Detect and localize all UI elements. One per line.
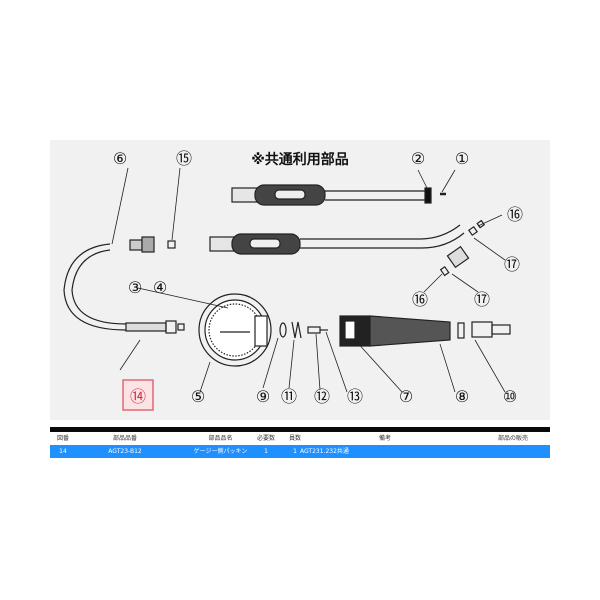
label-5: ⑤ bbox=[191, 387, 205, 406]
gun-tool-middle bbox=[209, 219, 486, 277]
header-part-name: 部品品名 bbox=[208, 435, 233, 442]
table-row[interactable]: 14 AGT23-B12 ゲージー側パッキン 1 1 AGT231.232共通 bbox=[50, 445, 550, 458]
parts-table-header: 図番 部品品番 部品品名 必要数 員数 備考 部品の販売 bbox=[50, 427, 550, 445]
cell-no: 14 bbox=[59, 448, 67, 455]
nozzle-tool-top bbox=[231, 184, 446, 206]
label-10: ⑩ bbox=[503, 387, 517, 406]
label-16-bottom: ⑯ bbox=[412, 290, 428, 309]
cell-qty-in: 1 bbox=[293, 448, 297, 455]
label-6: ⑥ bbox=[113, 149, 127, 168]
cell-remarks: AGT231.232共通 bbox=[300, 448, 349, 455]
leader-lines bbox=[111, 167, 506, 393]
small-parts bbox=[279, 321, 328, 339]
header-sale: 部品の販売 bbox=[497, 435, 528, 442]
label-16-top: ⑯ bbox=[507, 205, 523, 224]
cell-qty-needed: 1 bbox=[264, 448, 268, 455]
header-no: 図番 bbox=[56, 435, 69, 442]
parts-diagram: ※共通利用部品 ⑥ ⑮ ② ① ⑯ ⑰ ③ ④ ⑯ ⑰ ⑭ ⑤ ⑨ ⑪ ⑫ ⑬ … bbox=[50, 140, 550, 420]
label-4: ④ bbox=[153, 278, 167, 297]
label-17-top: ⑰ bbox=[504, 255, 520, 274]
label-8: ⑧ bbox=[455, 387, 469, 406]
label-2: ② bbox=[411, 149, 425, 168]
header-qty-in: 員数 bbox=[288, 435, 301, 442]
label-11: ⑪ bbox=[281, 387, 297, 406]
header-qty-needed: 必要数 bbox=[256, 435, 275, 442]
label-1: ① bbox=[455, 149, 469, 168]
cell-part-no: AGT23-B12 bbox=[108, 448, 142, 455]
label-3: ③ bbox=[128, 278, 142, 297]
highlight-box-14 bbox=[122, 379, 154, 411]
label-17-bottom: ⑰ bbox=[474, 290, 490, 309]
header-remarks: 備考 bbox=[378, 435, 391, 442]
hose bbox=[63, 236, 185, 334]
label-15: ⑮ bbox=[176, 149, 192, 168]
cell-part-name: ゲージー側パッキン bbox=[193, 448, 248, 455]
cell-sale bbox=[480, 445, 546, 458]
header-part-no: 部品品番 bbox=[112, 435, 137, 442]
label-13: ⑬ bbox=[347, 387, 363, 406]
gauge bbox=[198, 293, 272, 367]
label-7: ⑦ bbox=[399, 387, 413, 406]
diagram-drawing: ※共通利用部品 ⑥ ⑮ ② ① ⑯ ⑰ ③ ④ ⑯ ⑰ ⑭ ⑤ ⑨ ⑪ ⑫ ⑬ … bbox=[63, 149, 523, 411]
regulator-body bbox=[339, 315, 511, 347]
diagram-title: ※共通利用部品 bbox=[251, 151, 349, 168]
label-9: ⑨ bbox=[256, 387, 270, 406]
label-14: ⑭ bbox=[130, 387, 146, 406]
label-12: ⑫ bbox=[314, 387, 330, 406]
